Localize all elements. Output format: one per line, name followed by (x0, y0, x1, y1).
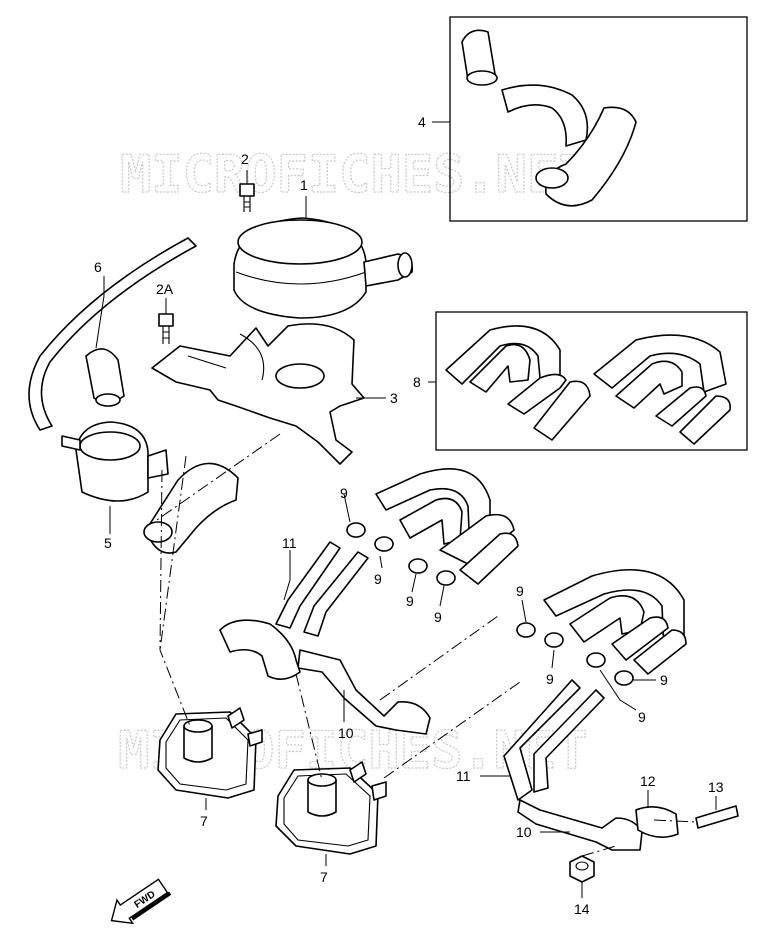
callout-11-right: 11 (456, 768, 471, 784)
u-hoses-right (543, 569, 687, 675)
leader-lines (95, 121, 717, 898)
callout-9a: 9 (340, 485, 348, 501)
part-14-nut (569, 855, 595, 883)
part-2-bolt (239, 183, 255, 212)
callout-12: 12 (640, 773, 656, 789)
part-2a-bolt (158, 313, 174, 344)
callout-6: 6 (94, 259, 102, 275)
part-10-pipe-left (297, 649, 431, 735)
hose-set-8 (445, 325, 732, 445)
callout-13: 13 (708, 779, 724, 795)
watermark-top: MICROFICHES.NET (120, 145, 590, 205)
fwd-arrow: FWD (110, 878, 172, 925)
callout-9g: 9 (660, 672, 668, 688)
part-13-stud (695, 805, 739, 829)
callout-10-left: 10 (338, 725, 354, 741)
callout-11-left: 11 (282, 535, 297, 551)
part-12-gasket (635, 806, 679, 838)
callout-14: 14 (574, 901, 590, 917)
inset-box-8 (435, 311, 748, 451)
callout-9c: 9 (406, 593, 414, 609)
callout-9e: 9 (516, 583, 524, 599)
callout-3: 3 (390, 390, 398, 406)
part-3-bracket (151, 323, 365, 465)
part-1-valve-housing (233, 217, 414, 319)
part-7-cover-right (275, 761, 387, 855)
callout-9d: 9 (434, 609, 442, 625)
callout-2a: 2A (156, 281, 174, 297)
assembly-center-lines (153, 433, 697, 857)
callout-9h: 9 (638, 709, 646, 725)
part-7-cover-left (157, 707, 263, 799)
callout-7-right: 7 (320, 869, 328, 885)
callout-2: 2 (241, 151, 249, 167)
part-6-hose (28, 237, 197, 431)
callout-9f: 9 (546, 671, 554, 687)
callout-5: 5 (104, 535, 112, 551)
hose-clamps-9 (346, 522, 634, 686)
callout-10-right: 10 (516, 824, 532, 840)
callout-labels: 1 2 2A 3 4 5 6 7 7 8 9 9 9 9 9 9 9 9 10 … (94, 114, 724, 917)
callout-8: 8 (413, 374, 421, 390)
u-hoses-middle (375, 467, 519, 585)
callout-1: 1 (300, 177, 308, 193)
part-11-pipe-right (503, 679, 605, 801)
callout-7-left: 7 (200, 813, 208, 829)
part-5-control-valve (61, 348, 239, 554)
hose-set-4 (461, 29, 637, 207)
inset-box-4 (449, 16, 748, 222)
elbow-hose-center (219, 619, 301, 680)
part-11-pipe-left (275, 541, 369, 637)
callout-4: 4 (418, 114, 426, 130)
callout-9b: 9 (374, 571, 382, 587)
part-10-pipe-right (517, 799, 643, 851)
